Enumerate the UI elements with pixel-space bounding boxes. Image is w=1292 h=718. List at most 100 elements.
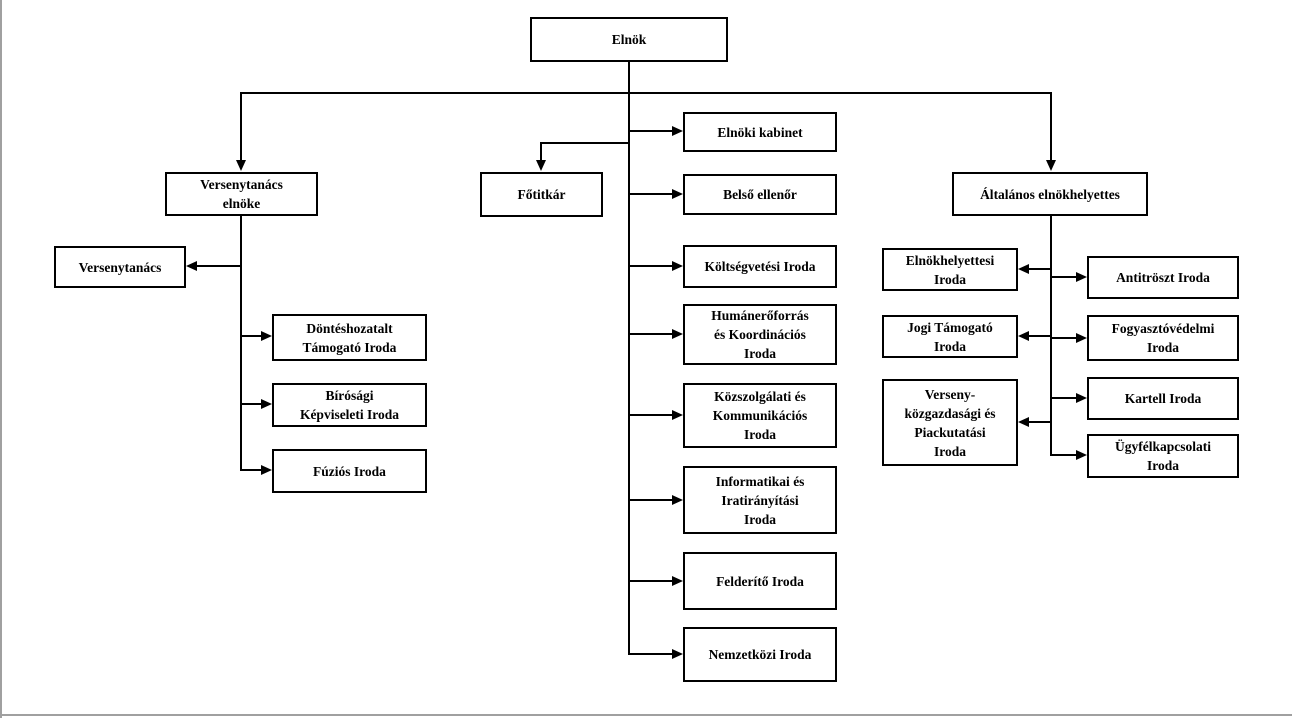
org-node-fuzios-label: Fúziós Iroda — [313, 463, 386, 479]
connector-verseny-kozgazdasagi-stub — [1029, 421, 1051, 423]
org-node-elnokhelyettesi-line2: Iroda — [933, 271, 966, 287]
page-edge-bottom — [0, 714, 1292, 716]
org-node-ugyfelkapcsolati-line2: Iroda — [1146, 458, 1179, 473]
connector-elnok-trunk — [628, 61, 630, 655]
org-node-altalanos-elnokhelyettes: Általános elnökhelyettes — [952, 172, 1148, 216]
org-node-informatikai-line2: Iratirányítási — [721, 492, 799, 508]
connector-right-branch-trunk — [1050, 216, 1052, 456]
connector-birosagi-stub — [241, 403, 262, 405]
connector-elnokhelyettesi-stub — [1029, 268, 1051, 270]
connector-humaneroforras-stub — [629, 333, 673, 335]
org-node-kartell-label: Kartell Iroda — [1124, 391, 1202, 406]
org-node-elnok: Elnök — [530, 17, 728, 62]
arrowhead-ugyfelkapcsolati — [1076, 450, 1087, 460]
connector-elnoki-kabinet-stub — [629, 130, 673, 132]
org-node-fogyasztovedelmi: Fogyasztóvédelmi Iroda — [1087, 315, 1239, 361]
org-node-belso-ellenor: Belső ellenőr — [683, 174, 837, 215]
org-node-koltsegvetesi-label: Költségvetési Iroda — [704, 259, 816, 274]
connector-drop-altalanos — [1050, 92, 1052, 161]
org-node-humaneroforras: Humánerőforrás és Koordinációs Iroda — [683, 304, 837, 365]
connector-versenytanacs-stub — [196, 265, 241, 267]
arrowhead-kartell — [1076, 393, 1087, 403]
org-node-verseny-line4: Iroda — [933, 443, 966, 459]
org-node-felderito: Felderítő Iroda — [683, 552, 837, 610]
org-node-nemzetkozi-label: Nemzetközi Iroda — [708, 647, 812, 662]
org-node-verseny-line2: közgazdasági és — [904, 405, 996, 421]
connector-top-distribution — [240, 92, 1052, 94]
arrowhead-felderito — [672, 576, 683, 586]
arrowhead-versenytanacs — [186, 261, 197, 271]
connector-felderito-stub — [629, 580, 673, 582]
org-node-versenytanacs-elnoke: Versenytanács elnöke — [165, 172, 318, 216]
org-node-informatikai-line1: Informatikai és — [715, 473, 805, 489]
arrowhead-informatikai — [672, 495, 683, 505]
org-node-elnokhelyettesi: Elnökhelyettesi Iroda — [882, 248, 1018, 291]
org-node-ugyfelkapcsolati: Ügyfélkapcsolati Iroda — [1087, 434, 1239, 478]
org-node-kozszolgalati-line3: Iroda — [743, 427, 776, 442]
org-node-felderito-label: Felderítő Iroda — [716, 573, 804, 589]
arrowhead-fogyasztovedelmi — [1076, 333, 1087, 343]
connector-kozszolgalati-stub — [629, 414, 673, 416]
arrowhead-elnokhelyettesi — [1018, 264, 1029, 274]
org-node-fogyasztovedelmi-line1: Fogyasztóvédelmi — [1111, 321, 1215, 336]
connector-informatikai-stub — [629, 499, 673, 501]
org-node-jogi-line2: Iroda — [933, 338, 966, 354]
org-node-birosagi-line1: Bírósági — [325, 388, 374, 403]
arrowhead-antitroszt — [1076, 272, 1087, 282]
arrowhead-fuzios — [261, 465, 272, 475]
org-node-fogyasztovedelmi-line2: Iroda — [1146, 340, 1179, 355]
connector-antitroszt-stub — [1051, 276, 1077, 278]
arrowhead-fotitkar — [536, 160, 546, 171]
connector-koltsegvetesi-stub — [629, 265, 673, 267]
org-node-informatikai: Informatikai és Iratirányítási Iroda — [683, 466, 837, 534]
org-node-elnokhelyettesi-line1: Elnökhelyettesi — [905, 252, 995, 268]
connector-nemzetkozi-stub — [629, 653, 673, 655]
org-node-belso-ellenor-label: Belső ellenőr — [723, 187, 797, 202]
arrowhead-kozszolgalati — [672, 410, 683, 420]
org-node-versenytanacs-elnoke-line1: Versenytanács — [200, 177, 283, 192]
org-node-elnok-label: Elnök — [611, 32, 647, 47]
connector-kartell-stub — [1051, 397, 1077, 399]
connector-ugyfelkapcsolati-stub — [1051, 454, 1077, 456]
org-node-fuzios: Fúziós Iroda — [272, 449, 427, 493]
org-node-birosagi-kepviseleti: Bírósági Képviseleti Iroda — [272, 383, 427, 427]
org-node-dontehozatalt-tamogato: Döntéshozatalt Támogató Iroda — [272, 314, 427, 361]
org-node-kozszolgalati-line2: Kommunikációs — [712, 408, 808, 423]
connector-fotitkar-h — [540, 142, 629, 144]
arrowhead-elnoki-kabinet — [672, 126, 683, 136]
arrowhead-birosagi — [261, 399, 272, 409]
connector-drop-versenytanacs-elnoke — [240, 92, 242, 161]
org-node-verseny-kozgazdasagi: Verseny- közgazdasági és Piackutatási Ir… — [882, 379, 1018, 466]
org-node-versenytanacs: Versenytanács — [54, 246, 186, 288]
org-node-ugyfelkapcsolati-line1: Ügyfélkapcsolati — [1115, 439, 1211, 454]
arrowhead-versenytanacs-elnoke — [236, 160, 246, 171]
org-node-jogi-line1: Jogi Támogató — [907, 319, 993, 335]
arrowhead-verseny-kozgazdasagi — [1018, 417, 1029, 427]
arrowhead-altalanos — [1046, 160, 1056, 171]
org-node-dontehozatalt-line1: Döntéshozatalt — [306, 320, 393, 336]
org-node-fotitkar-label: Főtitkár — [517, 187, 566, 202]
connector-fogyasztovedelmi-stub — [1051, 337, 1077, 339]
org-node-antitroszt-label: Antitröszt Iroda — [1116, 270, 1210, 285]
org-node-kozszolgalati: Közszolgálati és Kommunikációs Iroda — [683, 383, 837, 448]
arrowhead-belso-ellenor — [672, 189, 683, 199]
connector-fotitkar-v — [540, 142, 542, 161]
org-node-verseny-line3: Piackutatási — [914, 424, 986, 440]
org-node-nemzetkozi: Nemzetközi Iroda — [683, 627, 837, 682]
connector-fuzios-stub — [241, 469, 262, 471]
org-node-antitroszt: Antitröszt Iroda — [1087, 256, 1239, 299]
org-node-birosagi-line2: Képviseleti Iroda — [299, 407, 400, 422]
arrowhead-nemzetkozi — [672, 649, 683, 659]
org-node-elnoki-kabinet: Elnöki kabinet — [683, 112, 837, 152]
arrowhead-koltsegvetesi — [672, 261, 683, 271]
org-node-informatikai-line3: Iroda — [743, 511, 776, 527]
org-node-humaneroforras-line2: és Koordinációs — [714, 327, 806, 342]
org-node-fotitkar: Főtitkár — [480, 172, 603, 217]
org-node-altalanos-label: Általános elnökhelyettes — [980, 186, 1120, 202]
arrowhead-dontehozatalt — [261, 331, 272, 341]
org-node-humaneroforras-line3: Iroda — [743, 346, 776, 361]
org-node-versenytanacs-label: Versenytanács — [78, 259, 162, 275]
page-edge-left — [0, 0, 2, 718]
arrowhead-humaneroforras — [672, 329, 683, 339]
org-node-jogi-tamogato: Jogi Támogató Iroda — [882, 315, 1018, 358]
